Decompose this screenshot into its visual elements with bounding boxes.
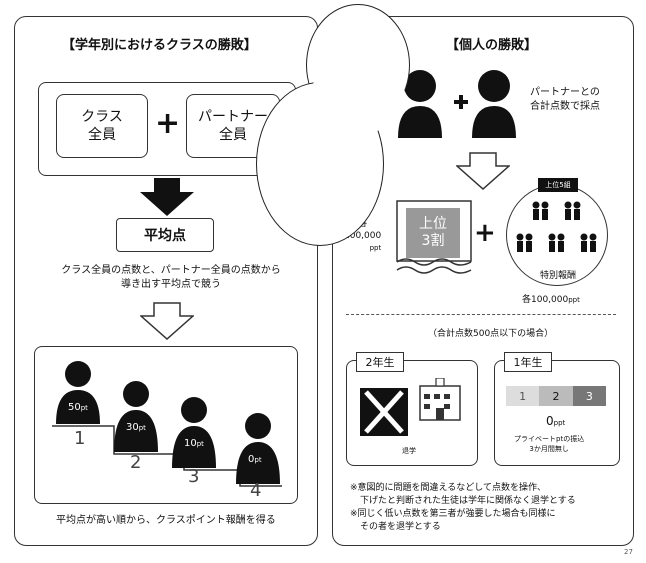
partner-total-line1: パートナーとの bbox=[530, 87, 600, 98]
note2-line2: その者を退学とする bbox=[360, 522, 441, 532]
average-description: クラス全員の点数と、パートナー全員の点数から 導き出す平均点で競う bbox=[56, 264, 286, 292]
down-arrow-outline-icon bbox=[140, 302, 194, 340]
class-members-line1: クラス bbox=[81, 109, 123, 125]
special-reward-label: 特別報酬 bbox=[540, 271, 577, 281]
notes: ※意図的に問題を間違えるなどして点数を操作、 下げたと判断された生徒は学年に関係… bbox=[350, 482, 576, 534]
level-1: 1 bbox=[506, 386, 540, 406]
level-2: 2 bbox=[539, 386, 573, 406]
partner-members-line1: パートナー bbox=[198, 109, 268, 125]
rank3-place: 3 bbox=[188, 466, 200, 487]
average-description-line2: 導き出す平均点で競う bbox=[121, 279, 221, 290]
level-bar: 1 2 3 bbox=[506, 386, 606, 406]
zero-ppt: 0ppt bbox=[546, 414, 566, 428]
down-arrow-outline-right-icon bbox=[456, 152, 510, 190]
average-score-label: 平均点 bbox=[144, 228, 186, 244]
condition-note: （合計点数500点以下の場合） bbox=[428, 329, 554, 339]
class-members-line2: 全員 bbox=[88, 127, 116, 143]
note2-line1: ※同じく低い点数を第三者が強要した場合も同様に bbox=[350, 509, 556, 519]
expel-label: 退学 bbox=[402, 447, 416, 455]
partner-members-line2: 全員 bbox=[219, 127, 247, 143]
plus-sign: + bbox=[155, 106, 181, 141]
special-reward-amount: 各100,000ppt bbox=[522, 295, 580, 305]
top5-badge: 上位5組 bbox=[538, 178, 578, 192]
top-thirty-percent-box: 上位 3割 bbox=[406, 208, 460, 258]
each-unit: ppt bbox=[369, 244, 382, 252]
rank1-place: 1 bbox=[74, 428, 86, 449]
rank2-place: 2 bbox=[130, 452, 142, 473]
class-members-box: クラス 全員 bbox=[56, 94, 148, 158]
ranking-footer: 平均点が高い順から、クラスポイント報酬を得る bbox=[56, 515, 276, 526]
pair-persons-icon bbox=[398, 70, 516, 138]
note1-line1: ※意図的に問題を間違えるなどして点数を操作、 bbox=[350, 483, 547, 493]
redaction-blob-cover bbox=[308, 64, 406, 134]
expulsion-icon bbox=[360, 378, 461, 436]
page-number: 27 bbox=[624, 548, 633, 556]
plus-sign-right: + bbox=[474, 218, 496, 248]
note1-line2: 下げたと判断された生徒は学年に関係なく退学とする bbox=[360, 496, 576, 506]
class-results-title: 【学年別におけるクラスの勝敗】 bbox=[62, 38, 257, 53]
private-points-note: プライベートptの振込 3か月間無し bbox=[514, 434, 584, 454]
average-score-box: 平均点 bbox=[116, 218, 214, 252]
grade2-label: 2年生 bbox=[356, 352, 404, 372]
top-line1: 上位 bbox=[419, 216, 447, 232]
rank2-points: 30pt bbox=[126, 422, 146, 433]
average-description-line1: クラス全員の点数と、パートナー全員の点数から bbox=[61, 265, 281, 276]
partner-total-note: パートナーとの 合計点数で採点 bbox=[530, 86, 600, 114]
level-3: 3 bbox=[572, 386, 606, 406]
individual-results-title: 【個人の勝敗】 bbox=[446, 38, 538, 53]
rank3-points: 10pt bbox=[184, 438, 204, 449]
rank1-points: 50pt bbox=[68, 402, 88, 413]
rank4-place: 4 bbox=[250, 480, 262, 501]
rank4-points: 0pt bbox=[248, 454, 262, 465]
grade1-box bbox=[494, 360, 620, 466]
down-arrow-solid-icon bbox=[140, 178, 194, 216]
dashed-divider bbox=[346, 314, 616, 315]
ranking-podium bbox=[52, 361, 282, 487]
partner-total-line2: 合計点数で採点 bbox=[530, 101, 600, 112]
group-persons-icon bbox=[516, 201, 597, 252]
each-amount: 100,000 bbox=[344, 231, 382, 241]
top-line2: 3割 bbox=[421, 233, 445, 249]
private-line1: プライベートptの振込 bbox=[514, 435, 585, 443]
grade1-label: 1年生 bbox=[504, 352, 552, 372]
private-line2: 3か月間無し bbox=[529, 445, 569, 453]
